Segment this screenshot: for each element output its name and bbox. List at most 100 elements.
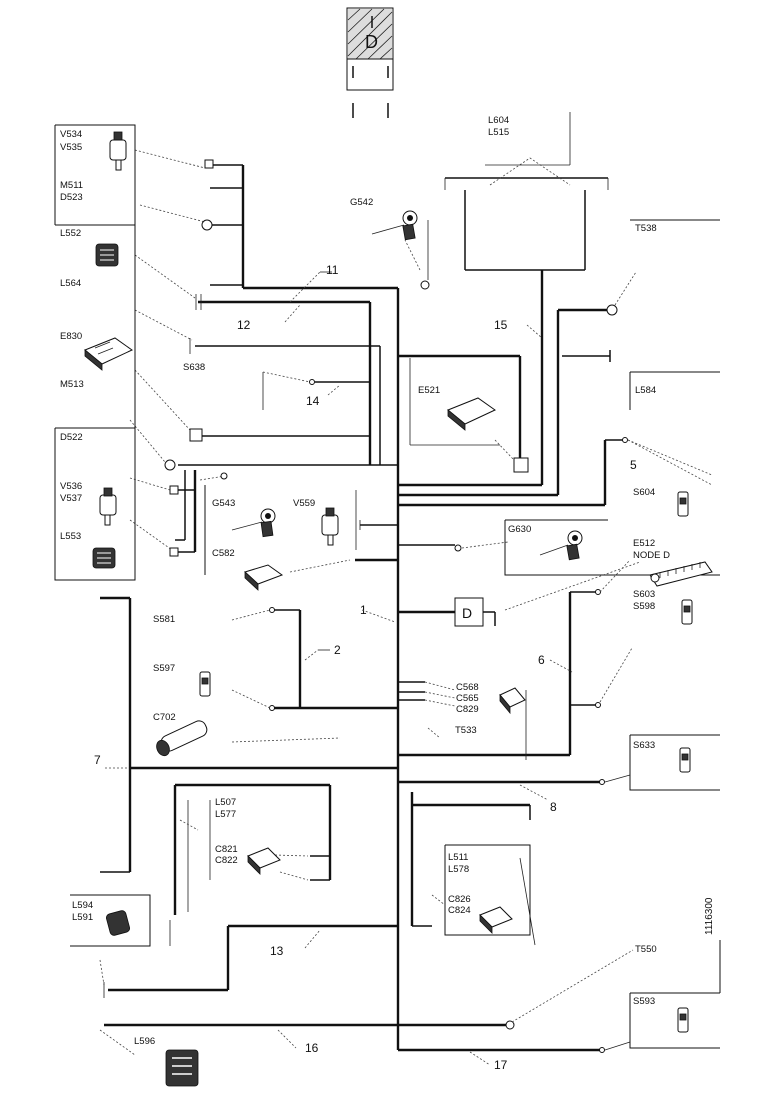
- connector-c582-icon: [244, 564, 284, 591]
- label-e830: E830: [60, 331, 82, 342]
- relay-v559-icon: [321, 490, 357, 550]
- label-v536: V536: [60, 481, 82, 492]
- label-l552: L552: [60, 228, 81, 239]
- module-e512-icon: [649, 561, 713, 587]
- label-l564: L564: [60, 278, 81, 289]
- legend-box: D: [346, 7, 394, 118]
- label-e512: E512: [633, 538, 655, 549]
- wire-number-14: 14: [306, 394, 320, 408]
- wire-number-5: 5: [630, 458, 637, 472]
- label-l594: L594: [72, 900, 93, 911]
- label-t533: T533: [455, 725, 477, 736]
- component-pictograms: [84, 131, 713, 1087]
- label-c824: C824: [448, 905, 471, 916]
- wire-number-12: 12: [237, 318, 251, 332]
- label-c822: C822: [215, 855, 238, 866]
- wire-number-13: 13: [270, 944, 284, 958]
- label-l596: L596: [134, 1036, 155, 1047]
- label-s633: S633: [633, 740, 655, 751]
- label-d522: D522: [60, 432, 83, 443]
- ground-g542-icon: [371, 210, 418, 241]
- wire-number-16: 16: [305, 1041, 319, 1055]
- wire-number-labels: 11 12 14 15 5 1 2 6 7 8 13 16 17: [94, 263, 637, 1072]
- wire-number-15: 15: [494, 318, 508, 332]
- right-feeders: [398, 271, 713, 507]
- connector-c826-icon: [479, 906, 513, 934]
- branch-15: [398, 112, 609, 487]
- legend-letter: D: [365, 32, 378, 52]
- label-g542: G542: [350, 197, 373, 208]
- branch-16: [99, 949, 634, 1056]
- connector-cluster-c568: [231, 681, 527, 760]
- switch-s593-icon: [677, 1007, 689, 1033]
- ground-g630-icon: [539, 530, 583, 561]
- switch-s603-icon: [681, 599, 693, 625]
- branch-17: [398, 1041, 631, 1066]
- wire-number-11: 11: [326, 263, 339, 277]
- label-c702: C702: [153, 712, 176, 723]
- label-e521: E521: [418, 385, 440, 396]
- label-l515: L515: [488, 127, 509, 138]
- component-frames: [54, 124, 721, 1049]
- branch-2: [231, 607, 398, 711]
- label-l511: L511: [448, 852, 468, 863]
- switch-s604-icon: [677, 491, 689, 517]
- label-l604: L604: [488, 115, 509, 126]
- connector-l553-icon: [92, 547, 116, 569]
- label-l578: L578: [448, 864, 469, 875]
- label-l577: L577: [215, 809, 236, 820]
- main-harness-trunk: [210, 164, 400, 1050]
- label-g630: G630: [508, 524, 531, 535]
- branch-8: [398, 774, 631, 946]
- switch-s597-icon: [199, 671, 211, 697]
- wire-number-17: 17: [494, 1058, 508, 1072]
- label-l507: L507: [215, 797, 236, 808]
- wire-number-2: 2: [334, 643, 341, 657]
- label-s604: S604: [633, 487, 655, 498]
- label-l553: L553: [60, 531, 81, 542]
- label-c821: C821: [215, 844, 238, 855]
- branch-12: [178, 271, 398, 466]
- label-s638: S638: [183, 362, 205, 373]
- label-c826: C826: [448, 894, 471, 905]
- relay-v536-icon: [99, 487, 117, 526]
- label-v534: V534: [60, 129, 82, 140]
- label-m511: M511: [60, 180, 83, 191]
- label-l584: L584: [635, 385, 656, 396]
- label-s581: S581: [153, 614, 175, 625]
- label-s603: S603: [633, 589, 655, 600]
- drawing-number: 1116300: [704, 897, 715, 935]
- left-leaders: [129, 149, 228, 557]
- misc-connections: [175, 220, 515, 573]
- label-l591: L591: [72, 912, 93, 923]
- switch-s633-icon: [679, 747, 691, 773]
- label-t550: T550: [635, 944, 657, 955]
- label-c565: C565: [456, 693, 479, 704]
- label-m513: M513: [60, 379, 84, 390]
- node-d-letter: D: [462, 605, 472, 621]
- wire-number-6: 6: [538, 653, 545, 667]
- branch-6: [398, 559, 633, 757]
- label-c582: C582: [212, 548, 235, 559]
- node-d: D: [398, 561, 641, 627]
- connector-c821-icon: [247, 847, 281, 875]
- connector-l552-icon: [95, 243, 119, 267]
- relay-v534-icon: [109, 131, 127, 171]
- label-c829: C829: [456, 704, 479, 715]
- branch-13: [108, 924, 398, 992]
- label-v537: V537: [60, 493, 82, 504]
- fuse-c702-icon: [156, 720, 208, 757]
- label-t538: T538: [635, 223, 657, 234]
- label-s593: S593: [633, 996, 655, 1007]
- module-e830-icon: [84, 337, 133, 371]
- wire-number-8: 8: [550, 800, 557, 814]
- module-e521-icon: [447, 397, 496, 431]
- wire-number-1: 1: [360, 603, 367, 617]
- connector-l594-icon: [105, 910, 131, 936]
- label-c568: C568: [456, 682, 479, 693]
- component-labels: V534 V535 M511 D523 L552 L564 E830 M513 …: [60, 115, 670, 1047]
- branch-14: [262, 371, 370, 410]
- l507-block: [169, 783, 332, 946]
- label-s597: S597: [153, 663, 175, 674]
